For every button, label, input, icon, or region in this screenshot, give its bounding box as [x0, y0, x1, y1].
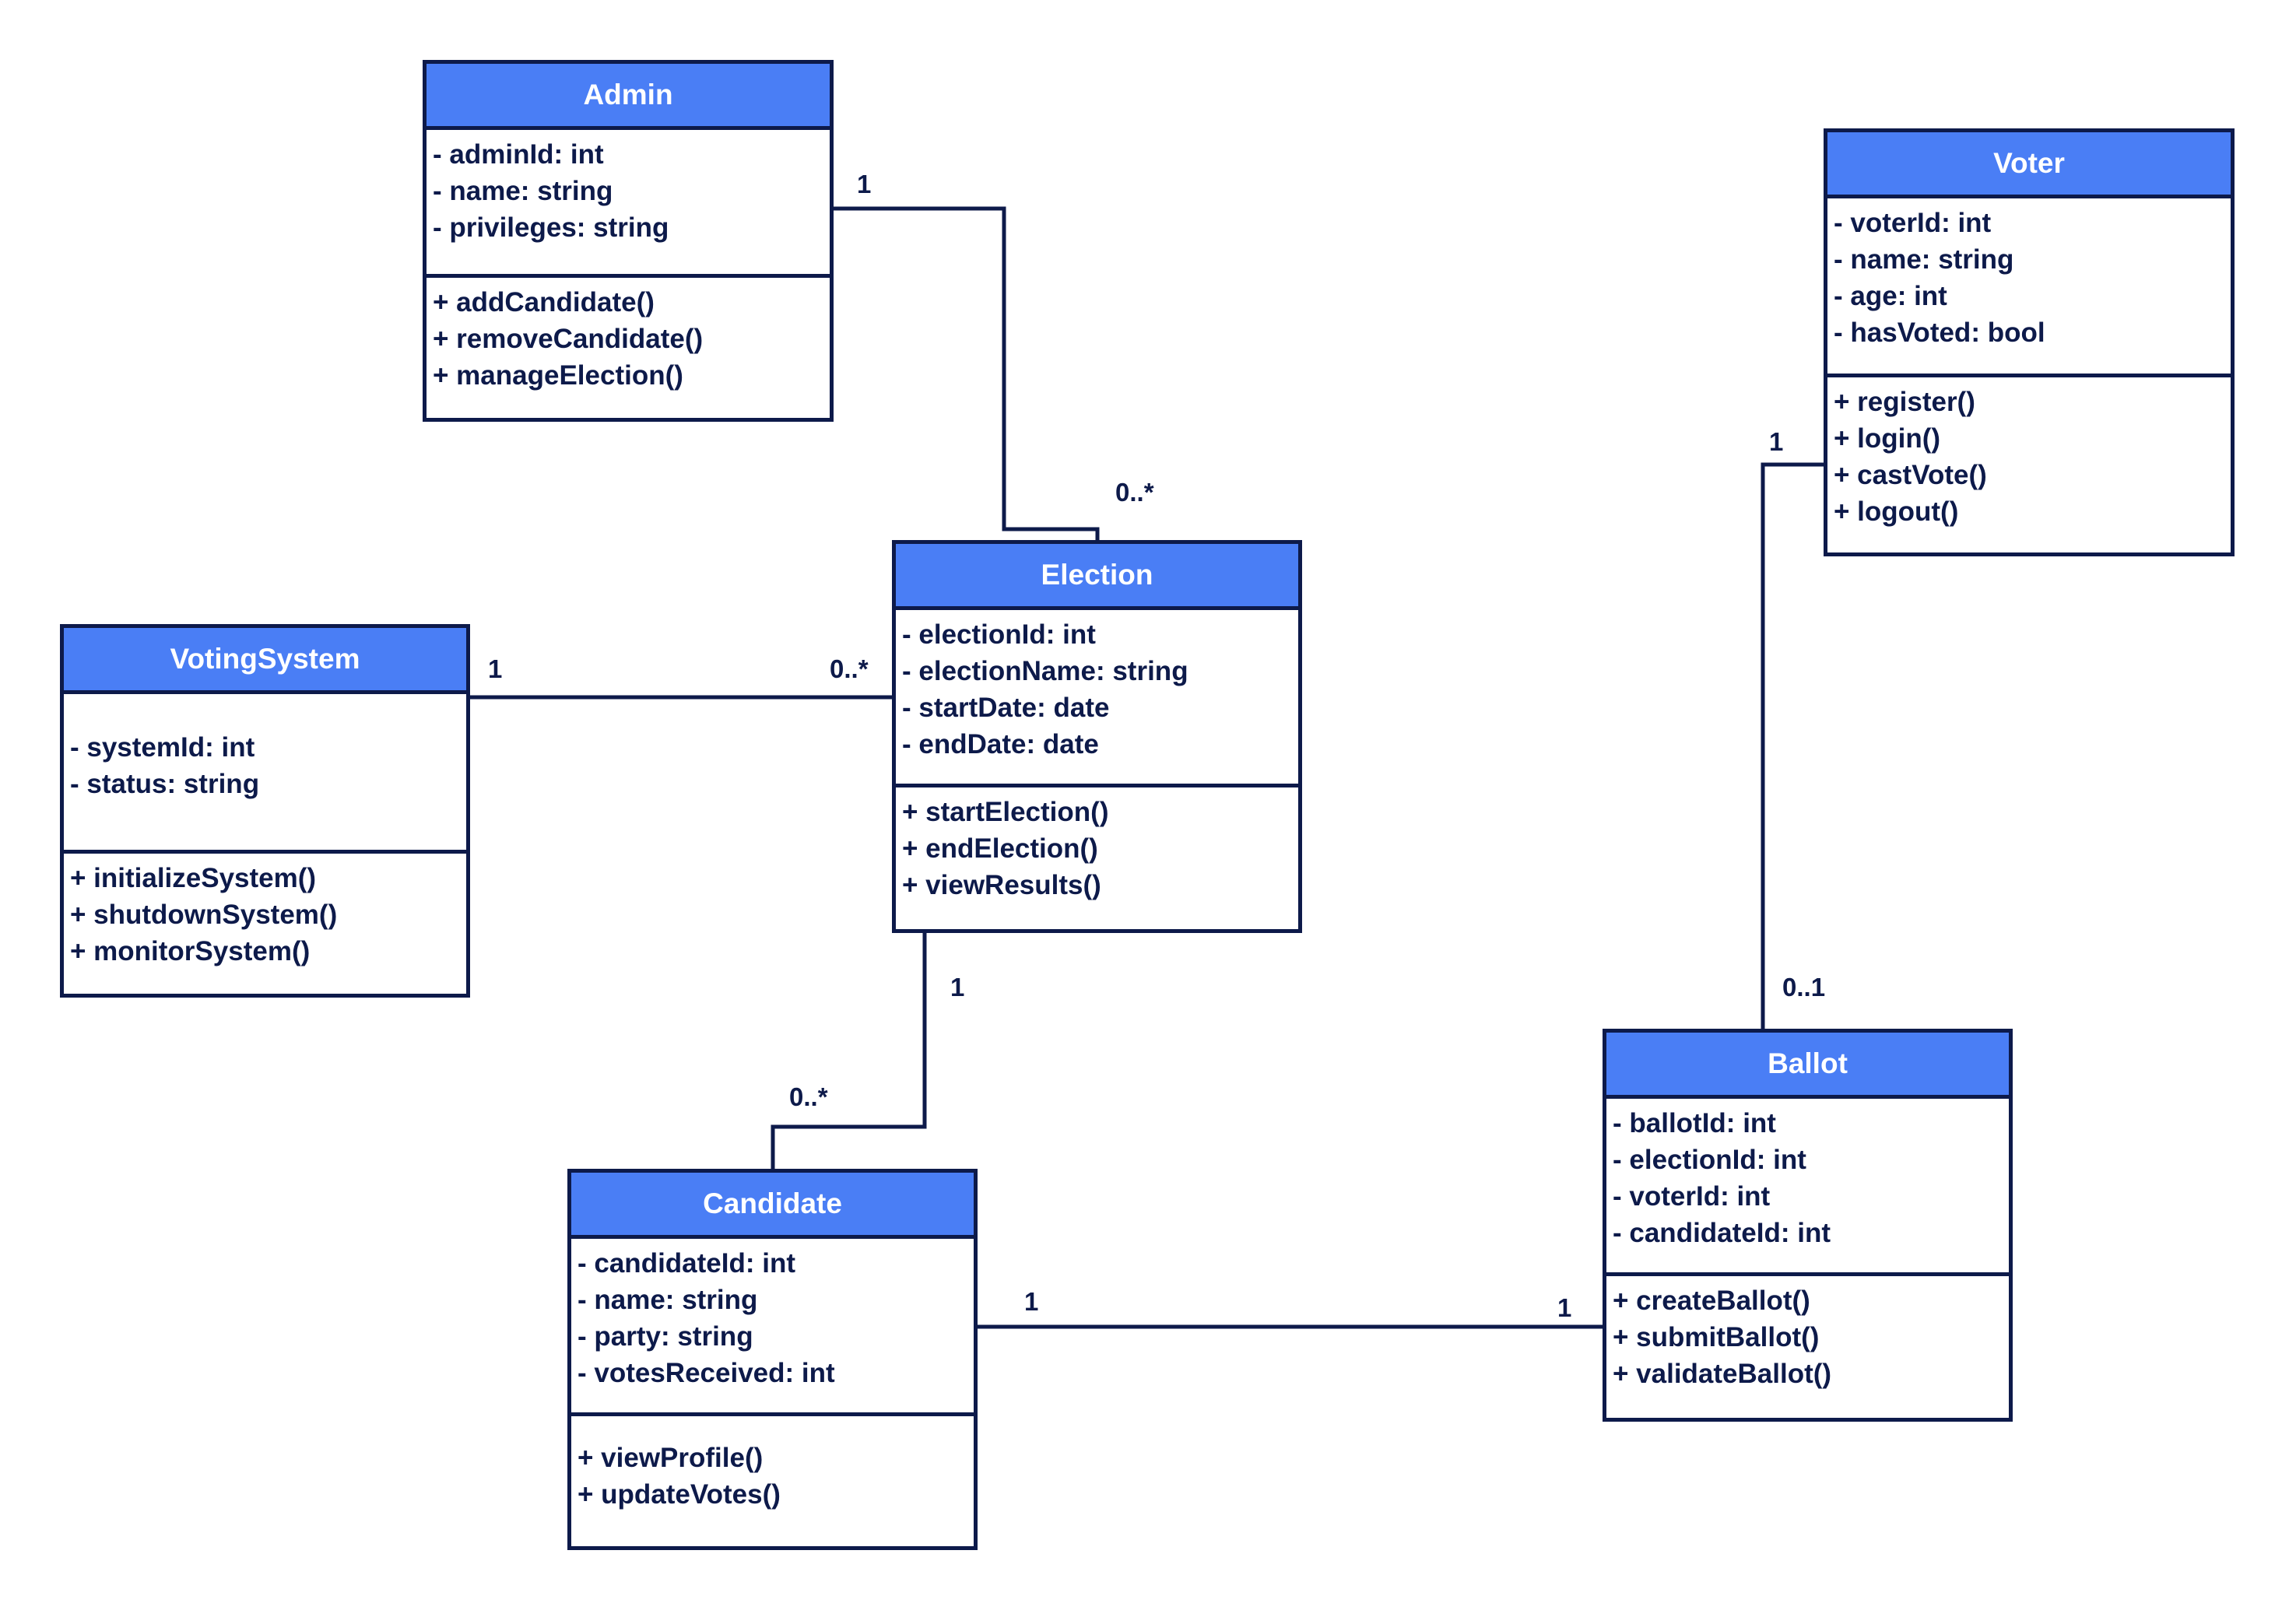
attribute: - name: string	[578, 1285, 758, 1315]
class-ballot-attributes: - ballotId: int - electionId: int - vote…	[1606, 1099, 2009, 1276]
attribute: - electionId: int	[1613, 1145, 1806, 1175]
method: + validateBallot()	[1613, 1359, 1832, 1389]
attribute: - voterId: int	[1834, 208, 1992, 238]
class-ballot-name: Ballot	[1606, 1033, 2009, 1099]
method: + monitorSystem()	[70, 936, 311, 966]
class-ballot: Ballot - ballotId: int - electionId: int…	[1603, 1029, 2013, 1422]
class-candidate-name: Candidate	[571, 1173, 974, 1239]
class-candidate: Candidate - candidateId: int - name: str…	[567, 1169, 978, 1550]
multiplicity-election-from-system: 0..*	[830, 654, 869, 683]
class-voting-system-attributes: - systemId: int - status: string	[64, 694, 466, 854]
method: + endElection()	[902, 833, 1098, 864]
method: + castVote()	[1834, 460, 1987, 490]
association-admin-election	[833, 206, 1100, 542]
class-election-name: Election	[896, 544, 1298, 610]
attribute: - adminId: int	[433, 139, 604, 170]
method: + manageElection()	[433, 360, 683, 391]
attribute: - votesReceived: int	[578, 1358, 835, 1388]
method: + updateVotes()	[578, 1479, 781, 1510]
multiplicity-ballot-from-voter: 0..1	[1782, 973, 1826, 1001]
multiplicity-ballot-from-candidate: 1	[1557, 1293, 1572, 1322]
attribute: - systemId: int	[70, 732, 255, 763]
multiplicity-election-from-admin: 0..*	[1115, 478, 1154, 507]
method: + login()	[1834, 423, 1941, 454]
class-ballot-methods: + createBallot() + submitBallot() + vali…	[1606, 1276, 2009, 1418]
class-admin-attributes: - adminId: int - name: string - privileg…	[427, 130, 830, 278]
class-voter-methods: + register() + login() + castVote() + lo…	[1827, 377, 2231, 552]
method: + initializeSystem()	[70, 863, 317, 893]
class-admin-name: Admin	[427, 64, 830, 130]
attribute: - party: string	[578, 1321, 753, 1352]
attribute: - privileges: string	[433, 212, 669, 243]
attribute: - name: string	[1834, 244, 2014, 275]
method: + removeCandidate()	[433, 324, 704, 354]
attribute: - candidateId: int	[578, 1248, 795, 1279]
attribute: - electionId: int	[902, 619, 1096, 650]
class-voter-attributes: - voterId: int - name: string - age: int…	[1827, 198, 2231, 377]
multiplicity-election-to-candidate: 1	[950, 973, 965, 1001]
method: + startElection()	[902, 797, 1109, 827]
class-voting-system: VotingSystem - systemId: int - status: s…	[60, 624, 470, 998]
method: + createBallot()	[1613, 1286, 1810, 1316]
class-election-attributes: - electionId: int - electionName: string…	[896, 610, 1298, 787]
attribute: - ballotId: int	[1613, 1108, 1776, 1138]
class-voter: Voter - voterId: int - name: string - ag…	[1824, 128, 2235, 556]
method: + viewProfile()	[578, 1443, 764, 1473]
method: + register()	[1834, 387, 1975, 417]
method: + submitBallot()	[1613, 1322, 1820, 1352]
class-admin-methods: + addCandidate() + removeCandidate() + m…	[427, 278, 830, 418]
attribute: - startDate: date	[902, 693, 1110, 723]
multiplicity-candidate-from-election: 0..*	[789, 1082, 828, 1111]
attribute: - age: int	[1834, 281, 1947, 311]
attribute: - candidateId: int	[1613, 1218, 1831, 1248]
attribute: - hasVoted: bool	[1834, 317, 2045, 348]
multiplicity-voting-system: 1	[488, 654, 503, 683]
association-voter-ballot	[1761, 462, 1826, 1031]
attribute: - electionName: string	[902, 656, 1188, 686]
method: + addCandidate()	[433, 287, 655, 317]
method: + viewResults()	[902, 870, 1101, 900]
attribute: - voterId: int	[1613, 1181, 1771, 1212]
class-admin: Admin - adminId: int - name: string - pr…	[423, 60, 834, 422]
class-election-methods: + startElection() + endElection() + view…	[896, 787, 1298, 929]
class-candidate-attributes: - candidateId: int - name: string - part…	[571, 1239, 974, 1416]
class-voting-system-methods: + initializeSystem() + shutdownSystem() …	[64, 854, 466, 994]
attribute: - endDate: date	[902, 729, 1099, 759]
association-election-candidate	[771, 928, 927, 1171]
class-candidate-methods: + viewProfile() + updateVotes()	[571, 1416, 974, 1546]
method: + shutdownSystem()	[70, 900, 338, 930]
multiplicity-candidate-to-ballot: 1	[1024, 1287, 1039, 1316]
multiplicity-admin: 1	[857, 170, 872, 198]
multiplicity-voter: 1	[1769, 427, 1784, 456]
class-election: Election - electionId: int - electionNam…	[892, 540, 1302, 933]
attribute: - status: string	[70, 769, 260, 799]
attribute: - name: string	[433, 176, 613, 206]
class-voting-system-name: VotingSystem	[64, 628, 466, 694]
class-voter-name: Voter	[1827, 132, 2231, 198]
method: + logout()	[1834, 496, 1959, 527]
